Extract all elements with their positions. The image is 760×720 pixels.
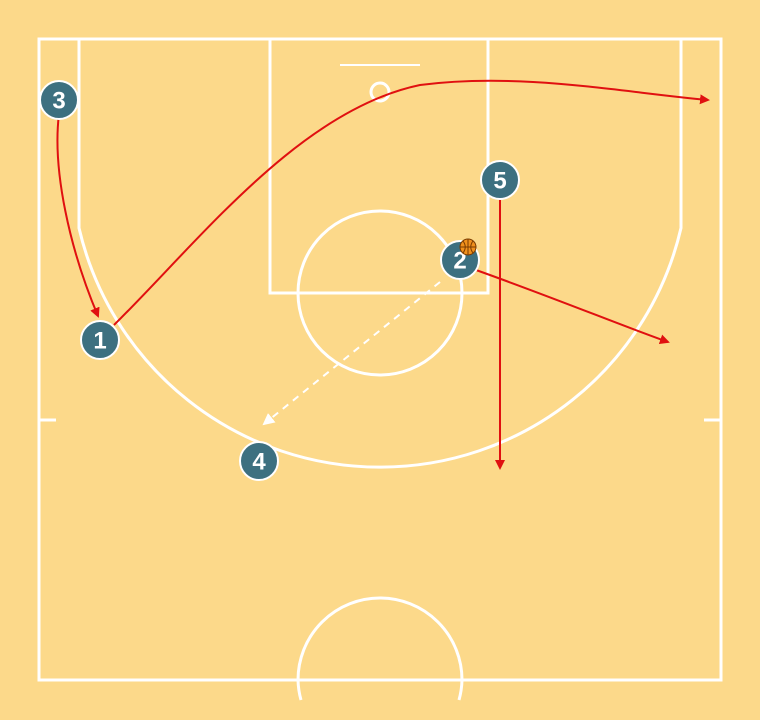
basketball-icon (459, 238, 477, 256)
cut-1 (113, 79, 710, 326)
cut-2 (475, 269, 670, 345)
rim (369, 81, 391, 103)
court-lines (37, 37, 723, 701)
player-2-label: 2 (453, 248, 466, 275)
free-throw-circle (296, 209, 464, 377)
player-5: 5 (480, 160, 520, 200)
player-1-label: 1 (93, 328, 106, 355)
player-4: 4 (239, 441, 279, 481)
player-3: 3 (39, 80, 79, 120)
center-circle-outside (296, 679, 303, 701)
cut-3 (56, 113, 100, 318)
three-point-line (77, 39, 683, 469)
player-1: 1 (80, 320, 120, 360)
center-circle (296, 596, 464, 681)
pass-2-to-4 (262, 281, 441, 426)
player-4-label: 4 (252, 449, 266, 476)
player-3-label: 3 (52, 88, 65, 115)
player-5-label: 5 (493, 168, 506, 195)
movement-arrows (56, 79, 710, 470)
center-circle-outside-right (457, 679, 464, 701)
pass-line (262, 281, 441, 426)
